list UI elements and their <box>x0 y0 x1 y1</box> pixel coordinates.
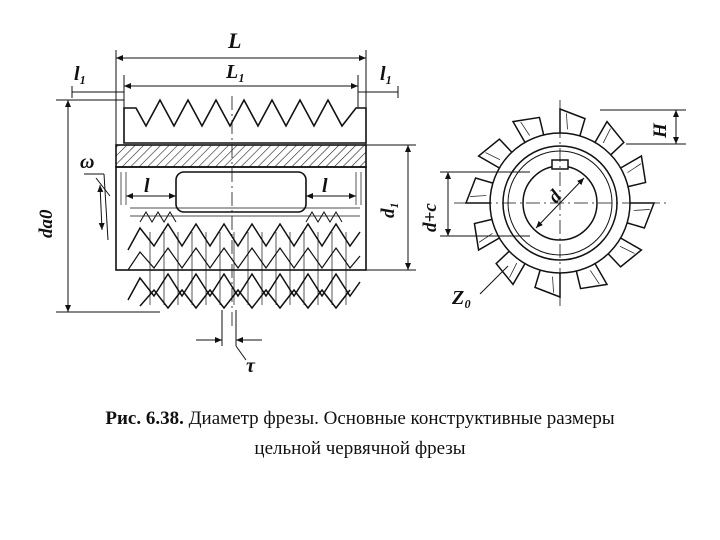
gear-tooth-relief-line <box>478 233 493 243</box>
gear-tooth <box>620 154 647 188</box>
gear-tooth-relief-line <box>485 152 501 161</box>
gear-tooth-relief-line <box>602 128 611 144</box>
caption-line-1: Рис. 6.38. Диаметр фрезы. Основные конст… <box>20 404 700 434</box>
label-dc: d+c <box>420 203 441 232</box>
gear-tooth <box>464 177 494 204</box>
bore-recess <box>175 171 307 213</box>
lower-teeth-row-3 <box>127 272 361 301</box>
gear-tooth <box>559 107 586 137</box>
caption-line-2: цельной червячной фрезы <box>254 438 466 459</box>
label-Z0: Z₀ <box>451 287 471 309</box>
gear-tooth-relief-line <box>520 121 530 136</box>
gear-tooth-relief-line <box>566 113 568 130</box>
gear-tooth-relief-line <box>590 270 600 285</box>
gear-tooth <box>477 138 513 169</box>
gear-tooth <box>626 202 656 229</box>
hob-side-view <box>115 98 367 310</box>
lower-teeth-row-4 <box>139 288 351 310</box>
label-omega: ω <box>80 151 94 173</box>
gear-tooth-relief-line <box>633 209 650 211</box>
hub-section-hatched <box>115 144 367 168</box>
label-tau: τ <box>246 355 256 377</box>
gear-tooth <box>511 116 545 143</box>
dim-omega <box>97 184 105 231</box>
gear-tooth-relief-line <box>627 163 642 173</box>
tooth-vertical-lines <box>149 232 347 305</box>
gear-tooth <box>495 250 526 286</box>
gear-tooth-relief-line <box>509 262 518 278</box>
lower-teeth-row-2 <box>127 246 361 271</box>
top-thread-profile <box>123 98 367 144</box>
label-l1-left: l₁ <box>74 63 87 85</box>
caption-text-1: Диаметр фрезы. Основные конструктивные р… <box>183 408 615 429</box>
gear-tooth <box>607 237 643 268</box>
label-d1: d₁ <box>378 202 399 218</box>
label-L1: L₁ <box>225 61 245 83</box>
gear-tooth <box>594 120 625 156</box>
gear-tooth <box>534 269 561 299</box>
label-da0: da0 <box>36 209 57 238</box>
gear-tooth <box>575 263 609 290</box>
hob-body-outline <box>115 166 367 271</box>
dimension-lines <box>56 50 416 361</box>
label-l1-right: l₁ <box>380 63 393 85</box>
hob-cutter-drawing: L L₁ l₁ l₁ ω l l da0 d₁ d+c d H Z₀ τ <box>36 28 686 377</box>
gear-tooth-relief-line <box>470 195 487 197</box>
hob-end-view <box>440 100 686 308</box>
gear-tooth-relief-line <box>619 245 635 254</box>
hub-bottom-teeth <box>139 211 343 223</box>
label-H: H <box>650 122 671 139</box>
label-d: d <box>544 186 566 207</box>
gear-tooth-relief-line <box>552 276 554 293</box>
dim-d <box>535 177 585 229</box>
gear-tooth <box>473 218 500 252</box>
label-l-right: l <box>322 175 328 197</box>
lower-teeth-row-1 <box>127 222 361 251</box>
caption-fig-number: Рис. 6.38. <box>105 408 184 429</box>
figure-caption: Рис. 6.38. Диаметр фрезы. Основные конст… <box>20 404 700 464</box>
label-L: L <box>227 28 241 53</box>
label-l-left: l <box>144 175 150 197</box>
